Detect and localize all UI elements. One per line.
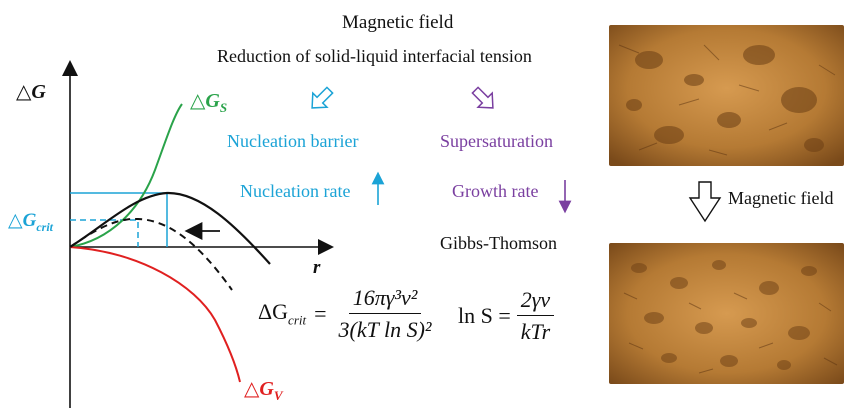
delta-g-s-label: △GS bbox=[190, 90, 228, 115]
delta-g-v-label: △GV bbox=[244, 378, 283, 403]
growth-rate-label: Growth rate bbox=[452, 181, 539, 201]
field-title: Magnetic field bbox=[342, 12, 454, 33]
barrier-arrow bbox=[311, 86, 334, 109]
total-energy-curve bbox=[69, 191, 271, 265]
gt-denominator: kTr bbox=[520, 319, 551, 344]
crit-numerator: 16πγ³v² bbox=[348, 285, 422, 314]
field-arrow-label: Magnetic field bbox=[728, 188, 834, 208]
crit-denominator: 3(kT ln S)² bbox=[338, 317, 432, 342]
delta-g-axis-label: △G bbox=[16, 81, 46, 103]
crit-level-line bbox=[70, 219, 139, 247]
field-down-arrow bbox=[688, 181, 722, 223]
gt-lhs: ln S = bbox=[458, 303, 511, 328]
barrier-label: Nucleation barrier bbox=[227, 131, 359, 151]
tension-text: Reduction of solid-liquid interfacial te… bbox=[217, 46, 532, 66]
crit-lhs: ΔGcrit bbox=[258, 299, 307, 328]
gibbs-thomson-label: Gibbs-Thomson bbox=[440, 233, 557, 253]
crit-equation: ΔGcrit = 16πγ³v² 3(kT ln S)² bbox=[258, 285, 436, 343]
micrograph-after bbox=[609, 243, 844, 384]
gt-numerator: 2γv bbox=[516, 287, 555, 316]
gt-fraction: 2γv kTr bbox=[516, 287, 555, 345]
micrograph-before bbox=[609, 25, 844, 166]
surface-term-curve bbox=[69, 103, 183, 248]
total-energy-curve-field bbox=[69, 217, 233, 291]
delta-g-crit-label: △Gcrit bbox=[8, 210, 54, 234]
crit-fraction: 16πγ³v² 3(kT ln S)² bbox=[335, 285, 436, 343]
nucleation-rate-label: Nucleation rate bbox=[240, 181, 351, 201]
r-axis-label: r bbox=[313, 257, 321, 278]
volume-term-curve bbox=[69, 246, 241, 383]
supersaturation-arrow bbox=[471, 86, 494, 109]
supersaturation-label: Supersaturation bbox=[440, 131, 553, 151]
gibbs-thomson-equation: ln S = 2γv kTr bbox=[458, 287, 555, 345]
